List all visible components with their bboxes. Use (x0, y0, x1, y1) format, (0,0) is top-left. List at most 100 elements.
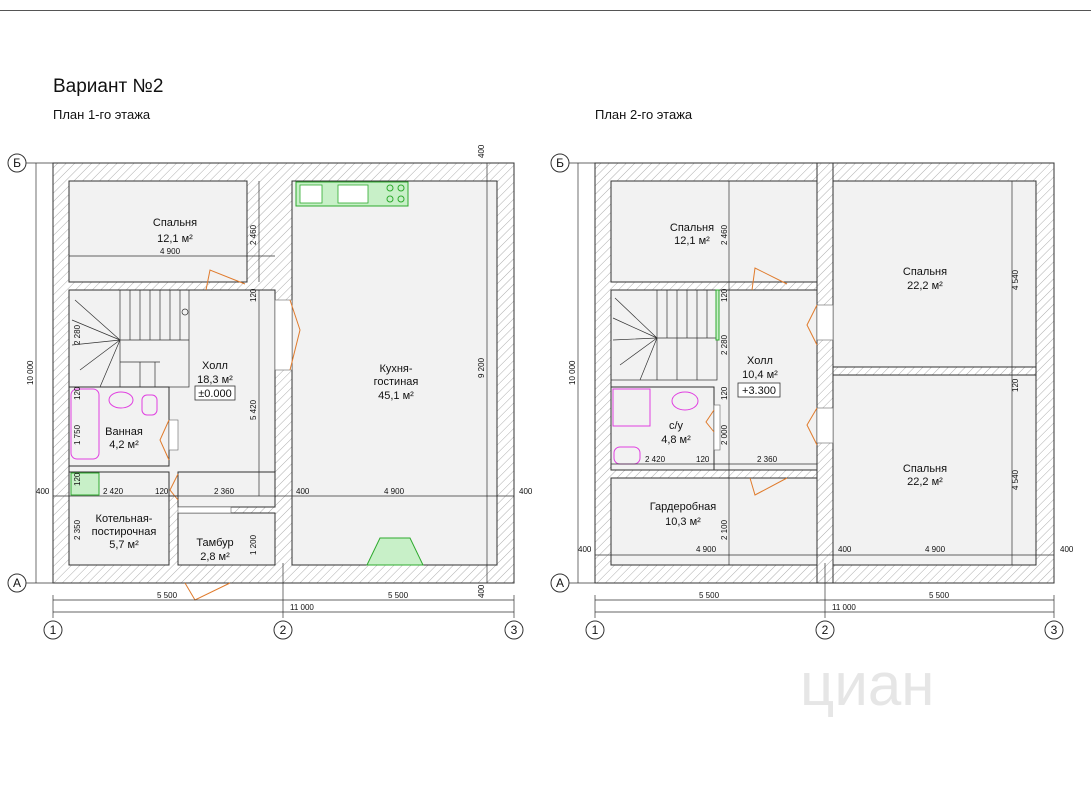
dim-label: 120 (249, 288, 258, 302)
plan1-dimensions: 400 4 900 2 460 120 2 280 5 420 120 1 75… (26, 144, 533, 612)
plan1-room-area: 5,7 м² (109, 539, 139, 551)
dim-label: 2 460 (249, 224, 258, 245)
axis-label: 1 (50, 623, 57, 637)
plan2-room-area: 10,3 м² (665, 516, 701, 528)
dim-label: 4 900 (925, 545, 946, 554)
plan1-door (169, 473, 179, 501)
axis-label: 3 (1051, 623, 1058, 637)
dim-label: 4 900 (384, 487, 405, 496)
plan1-room-area: 12,1 м² (157, 233, 193, 245)
plan1-stairs (68, 289, 190, 388)
plan1-room-area: 2,8 м² (200, 551, 230, 563)
dim-label: 5 500 (699, 591, 720, 600)
dim-label: 1 750 (73, 424, 82, 445)
axis-label: 3 (511, 623, 518, 637)
dim-label: 120 (720, 288, 729, 302)
plan2-room-wc (610, 386, 715, 471)
plan2-door (806, 304, 818, 346)
dim-label: 2 350 (73, 519, 82, 540)
top-rule (0, 10, 1091, 11)
dim-label: 120 (155, 487, 169, 496)
plan2-room-area: 10,4 м² (742, 369, 778, 381)
plan2-level-box (737, 382, 781, 398)
axis-label: 1 (592, 623, 599, 637)
plan2-dimensions: 2 460 4 540 120 2 280 120 2 000 2 420 12… (568, 224, 1074, 612)
dim-label: 5 420 (249, 399, 258, 420)
dim-label: 2 360 (757, 455, 778, 464)
page-title: Вариант №2 (53, 76, 164, 97)
plan2-window (816, 407, 834, 444)
plan1-room-name: Спальня (153, 217, 197, 229)
plan1-level-mark: ±0.000 (198, 388, 232, 400)
plan2-door (705, 409, 715, 433)
dim-label: 2 420 (103, 487, 124, 496)
plan1-room-name: Ванная (105, 426, 143, 438)
dim-label: 10 000 (568, 360, 577, 385)
dim-label: 5 500 (157, 591, 178, 600)
plan1-window (168, 419, 179, 451)
plan1-door (205, 269, 246, 291)
plan1-window (274, 299, 293, 371)
plan1-door (184, 582, 231, 601)
dim-label: 4 900 (696, 545, 717, 554)
plan2-room-area: 12,1 м² (674, 235, 710, 247)
plan2-room-name: Спальня (670, 222, 714, 234)
watermark: циан (800, 651, 934, 718)
plan1-room-name: Тамбур (196, 537, 233, 549)
plan2-door (749, 477, 788, 496)
plan1-room-area: 4,2 м² (109, 439, 139, 451)
axis-label: А (13, 576, 21, 590)
plan1-room-name: Холл (202, 360, 228, 372)
plan2-axes: Б А 1 2 3 (550, 153, 1064, 640)
plan1 (35, 162, 515, 618)
plan2-room-area: 22,2 м² (907, 280, 943, 292)
dim-label: 2 420 (645, 455, 666, 464)
dim-label: 5 500 (929, 591, 950, 600)
dim-label: 10 000 (26, 360, 35, 385)
dim-label: 400 (838, 545, 852, 554)
plan1-axes: Б А 1 2 3 (7, 153, 524, 640)
dim-label: 120 (696, 455, 710, 464)
axis-label: А (556, 576, 564, 590)
plan2-room-wardrobe (610, 477, 818, 566)
dim-label: 120 (73, 472, 82, 486)
plan1-door (289, 299, 301, 371)
plan2-window (816, 304, 834, 341)
plan2-door (806, 407, 818, 446)
plan2-window (713, 404, 721, 451)
dim-label: 120 (1011, 378, 1020, 392)
plan2-room-name: с/у (669, 420, 684, 432)
plan1-window (177, 506, 232, 514)
plan1-room-name: постирочная (92, 526, 157, 538)
dim-label: 400 (519, 487, 533, 496)
dim-label: 400 (296, 487, 310, 496)
plan1-door (159, 419, 170, 461)
dim-label: 120 (73, 386, 82, 400)
plan2-inner-wall (832, 366, 1037, 376)
plan2-room-bedroom-top (832, 180, 1037, 368)
plan1-room-name: гостиная (374, 376, 419, 388)
dim-label: 4 540 (1011, 269, 1020, 290)
dim-label: 2 000 (720, 424, 729, 445)
axis-label: 2 (822, 623, 829, 637)
axis-label: Б (13, 156, 21, 170)
plan1-bath-fixtures (70, 388, 158, 496)
plan2-room-bedroom-bottom (832, 374, 1037, 566)
dim-label: 400 (477, 584, 486, 598)
dim-label: 400 (578, 545, 592, 554)
plan1-room-area: 45,1 м² (378, 390, 414, 402)
dim-label: 11 000 (290, 603, 314, 612)
axis-label: Б (556, 156, 564, 170)
plan2-level-mark: +3.300 (742, 385, 776, 397)
plan2-room-name: Холл (747, 355, 773, 367)
dim-label: 11 000 (832, 603, 856, 612)
dim-label: 400 (36, 487, 50, 496)
plan1-room-labels: Спальня 12,1 м² Кухня- гостиная 45,1 м² … (92, 217, 419, 563)
dim-label: 2 280 (720, 334, 729, 355)
plan1-level-box (194, 385, 236, 401)
plan1-fireplace (366, 537, 424, 566)
plan2-room-name: Спальня (903, 266, 947, 278)
plan1-room-area: 18,3 м² (197, 374, 233, 386)
plan1-label: План 1-го этажа (53, 107, 151, 122)
